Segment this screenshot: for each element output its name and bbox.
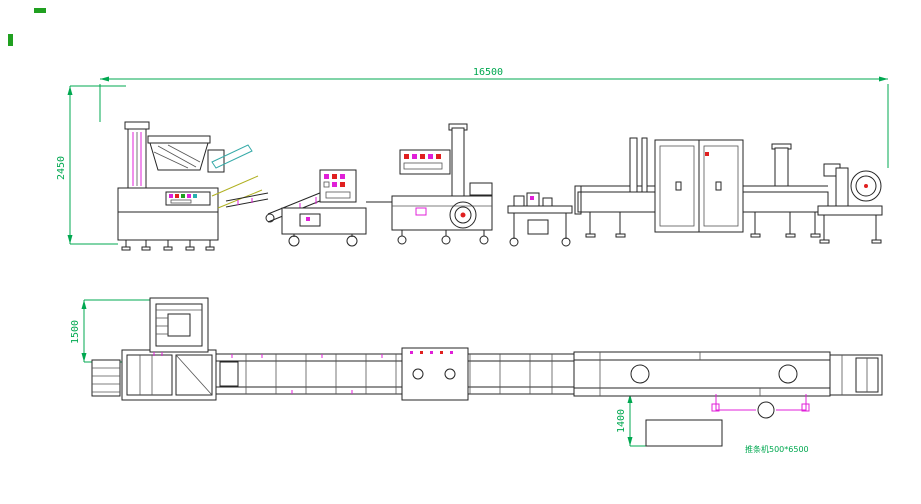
machine-note-label: 推条机500*6500 <box>745 444 809 454</box>
transfer-table <box>507 192 573 247</box>
dimension-elevation-height: 2450 <box>56 85 126 245</box>
tunnel-line <box>574 137 829 238</box>
corner-mark-top <box>8 8 46 46</box>
dimension-plan-width-text: 1500 <box>70 320 81 344</box>
takeoff-machine <box>817 163 883 244</box>
plan-right-line <box>573 351 883 397</box>
dimension-total-length-text: 16500 <box>473 67 503 78</box>
dimension-total-length: 16500 <box>99 67 889 168</box>
plan-mixer-footprint <box>121 297 217 401</box>
bridge-conveyor-1 <box>225 192 269 208</box>
machine-mixer <box>117 121 263 251</box>
elevation-view <box>117 121 883 251</box>
plan-pump-assembly <box>711 394 810 419</box>
machine-former <box>391 123 493 245</box>
plan-view <box>91 297 883 447</box>
machine-sheeter <box>265 169 367 247</box>
dimension-elevation-height-text: 2450 <box>56 156 67 180</box>
dimension-offset-height-text: 1400 <box>616 409 627 433</box>
plan-main-line <box>215 347 575 401</box>
plan-aux-box <box>645 419 723 447</box>
plan-left-pallet <box>91 359 121 397</box>
